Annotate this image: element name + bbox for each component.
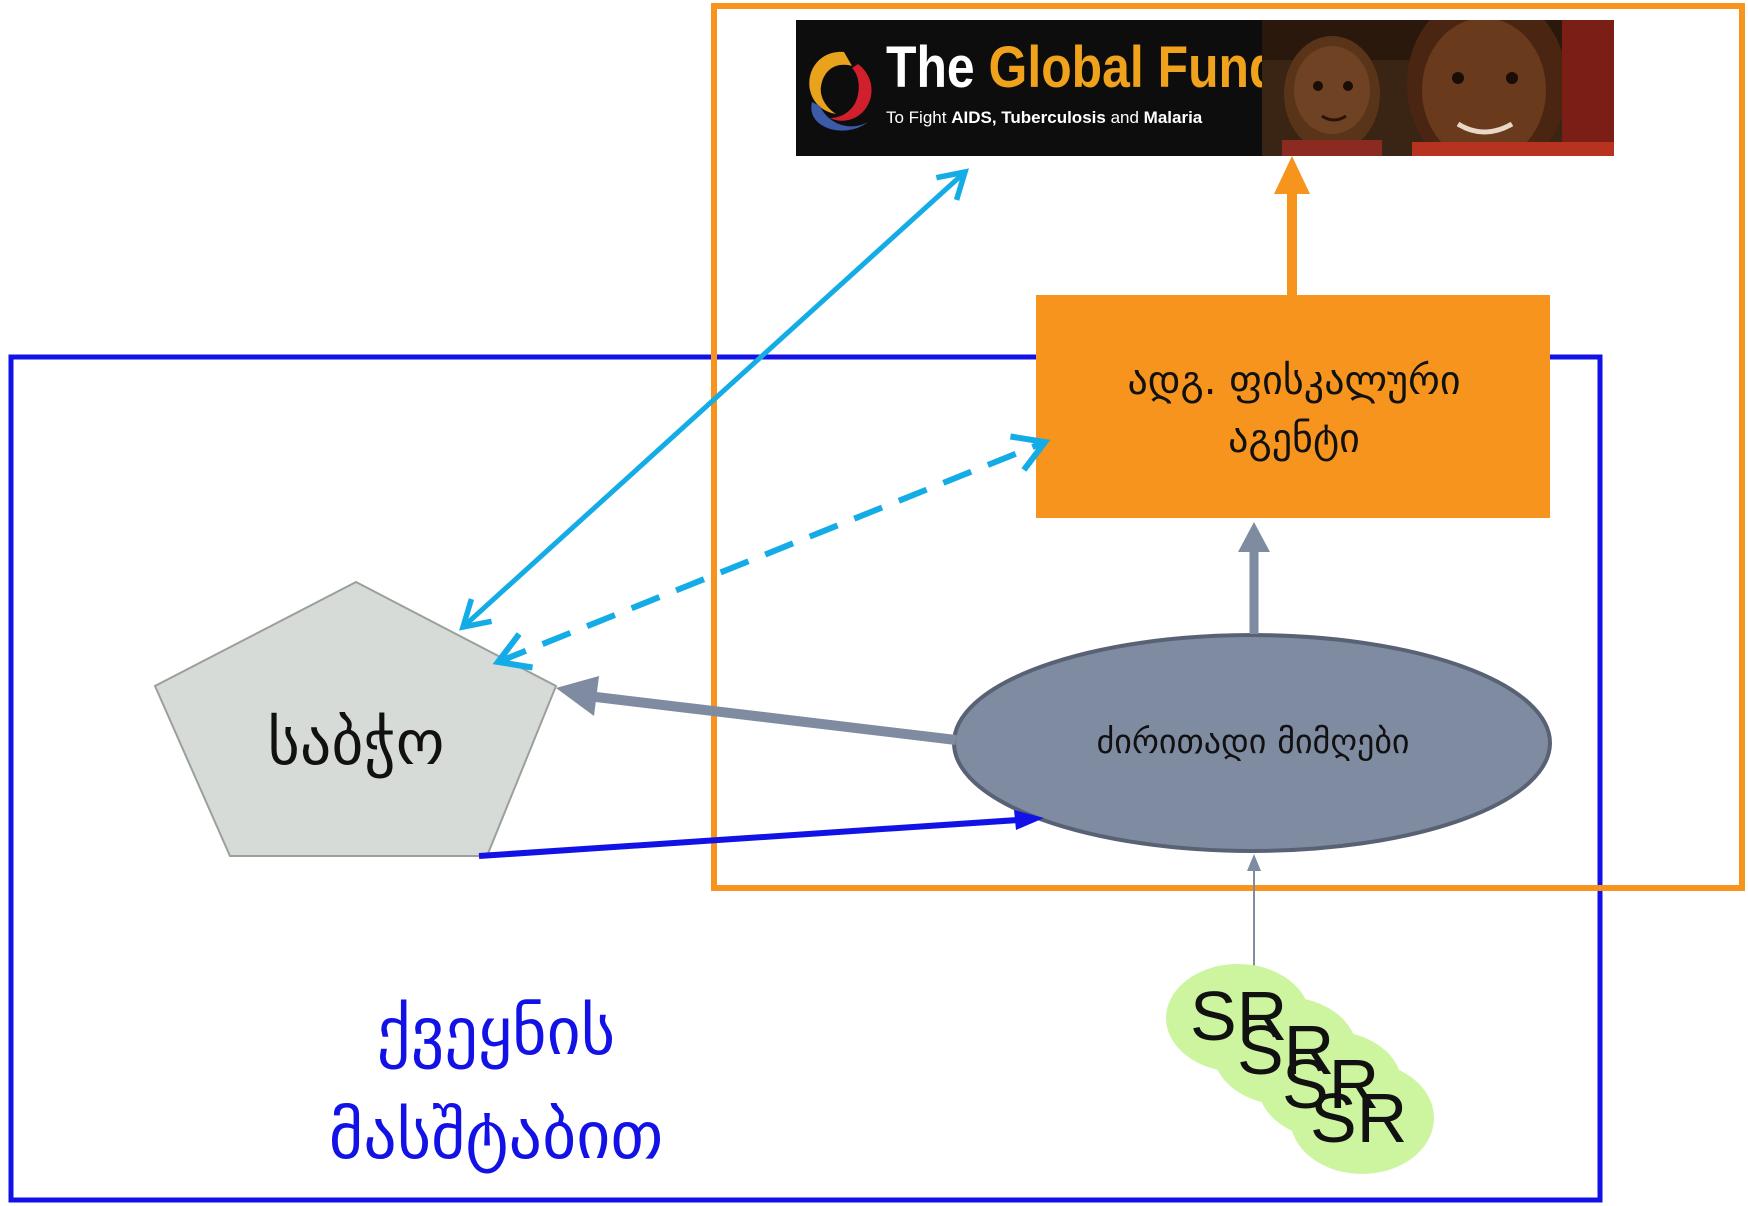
arrow-council-to-pr: [478, 817, 1019, 859]
global-fund-logo: The Global Fund To Fight AIDS, Tuberculo…: [796, 20, 1614, 156]
logo-subtitle-to-fight: To Fight: [886, 108, 947, 127]
arrow-pr-to-council: [595, 692, 957, 745]
country-level-line1: ქვეყნის: [376, 993, 616, 1070]
arrow-sr-to-pr-head: [1247, 854, 1261, 871]
logo-title-the: The: [886, 35, 975, 100]
lfa-label-line2: აგენტი: [1228, 416, 1360, 462]
sr-label: SR: [1190, 977, 1288, 1055]
sr-label: SR: [1282, 1045, 1380, 1123]
council-label: საბჭო: [267, 706, 445, 779]
country-level-label: ქვეყნის მასშტაბით: [216, 980, 776, 1188]
country-level-line2: მასშტაბით: [328, 1097, 664, 1174]
arrow-pr-to-council-head: [556, 676, 599, 716]
sub-recipient-stack: [1166, 964, 1434, 1174]
sr-label: SR: [1310, 1079, 1408, 1157]
arrow-council-lfa-dashed: [492, 433, 1051, 671]
logo-subtitle-and: and: [1110, 108, 1139, 127]
logo-title: The Global Fund: [886, 38, 1279, 98]
sr-bubble: [1290, 1062, 1434, 1174]
lfa-box: [1036, 295, 1550, 518]
lfa-label: ადგ. ფისკალური აგენტი: [1038, 352, 1550, 468]
arrow-council-to-pr-head: [1014, 810, 1044, 830]
arrow-lfa-to-global-fund-head: [1274, 156, 1310, 194]
arrow-pr-to-lfa-head: [1238, 522, 1270, 552]
lfa-label-line1: ადგ. ფისკალური: [1127, 358, 1461, 404]
logo-subtitle-malaria: Malaria: [1143, 108, 1203, 127]
logo-subtitle: To Fight AIDS, Tuberculosis and Malaria: [886, 108, 1202, 128]
sr-label: SR: [1237, 1011, 1335, 1089]
global-fund-emblem-icon: [809, 51, 872, 131]
logo-title-global-fund: Global Fund: [988, 35, 1280, 100]
principal-recipient-label: ძირითადი მიმღები: [1096, 722, 1410, 762]
logo-subtitle-aids-tb: AIDS, Tuberculosis: [951, 108, 1106, 127]
logo-photo-image: [1262, 20, 1614, 156]
